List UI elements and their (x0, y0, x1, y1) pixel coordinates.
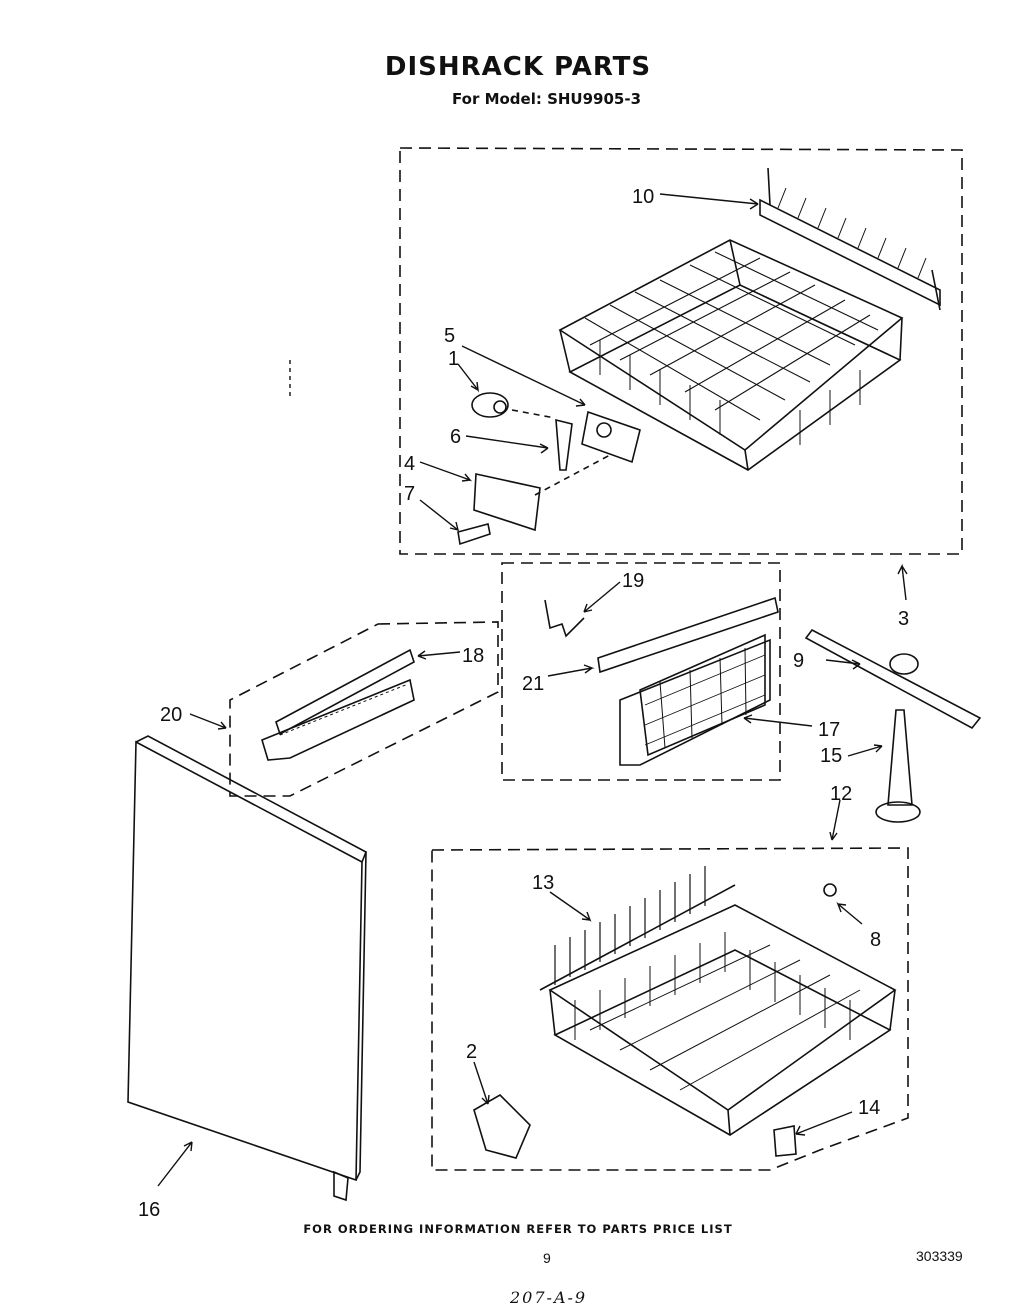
part-18-strip (275, 648, 415, 736)
part-4-cover (473, 473, 541, 532)
callout-15: 15 (820, 745, 842, 767)
rack-adjuster-parts (457, 392, 641, 546)
callout-1: 1 (448, 348, 459, 370)
callout-5: 5 (444, 325, 455, 347)
callout-17: 17 (818, 719, 840, 741)
part-21-strip (597, 596, 779, 674)
utensil-holder (261, 678, 415, 761)
ordering-note: FOR ORDERING INFORMATION REFER TO PARTS … (303, 1222, 733, 1236)
lower-dishrack (548, 904, 897, 1136)
part-14-clip (773, 1125, 797, 1157)
callout-6: 6 (450, 426, 461, 448)
basket-group-dashed-box (501, 562, 781, 781)
utensil-holder-group (229, 621, 499, 797)
document-number: 303339 (916, 1248, 963, 1264)
door-panel-16 (127, 735, 368, 1202)
lower-group-dashed-box (431, 847, 909, 1171)
callout-12: 12 (830, 783, 852, 805)
handwritten-note: 207-A-9 (510, 1288, 588, 1307)
callout-19: 19 (622, 570, 644, 592)
callout-8: 8 (870, 929, 881, 951)
part-6-stud (555, 418, 573, 471)
callout-10: 10 (632, 186, 654, 208)
tine-row-13 (539, 866, 736, 991)
holder-group-dashed-box (229, 621, 499, 797)
silverware-basket-17 (619, 633, 771, 766)
cup-shelf-10 (759, 167, 941, 311)
callout-3: 3 (898, 608, 909, 630)
upper-group-dashed-box (399, 147, 963, 555)
spray-arm-9 (804, 628, 982, 730)
part-2-wheel (473, 1094, 531, 1159)
callout-numbers: 10 5 1 6 4 7 3 19 9 18 21 20 17 15 12 13… (138, 186, 909, 1221)
model-subtitle: For Model: SHU9905-3 (452, 90, 642, 108)
leader-lines (157, 193, 908, 1187)
part-8-bumper (823, 883, 837, 897)
part-5-bracket (581, 410, 641, 464)
spray-hub-15 (875, 709, 921, 823)
cutlery-basket-group (501, 562, 781, 781)
callout-4: 4 (404, 453, 415, 475)
callout-9: 9 (793, 650, 804, 672)
callout-14: 14 (858, 1097, 880, 1119)
part-19-clip (544, 599, 585, 638)
callout-7: 7 (404, 483, 415, 505)
page-number: 9 (543, 1250, 551, 1266)
callout-16: 16 (138, 1199, 160, 1221)
page-title: DISHRACK PARTS (384, 52, 652, 82)
upper-rack-group (399, 147, 963, 555)
lower-rack-group (431, 847, 909, 1171)
callout-21: 21 (522, 673, 544, 695)
callout-2: 2 (466, 1041, 477, 1063)
callout-13: 13 (532, 872, 554, 894)
callout-18: 18 (462, 645, 484, 667)
part-1-roller (471, 392, 509, 418)
callout-20: 20 (160, 704, 182, 726)
part-7-screw (457, 523, 491, 546)
upper-dishrack (558, 239, 904, 471)
